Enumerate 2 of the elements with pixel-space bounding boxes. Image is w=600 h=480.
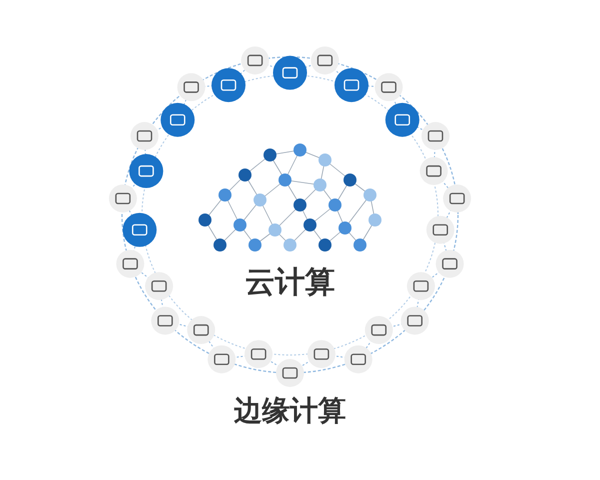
cloud-computing-label: 云计算 xyxy=(245,264,335,302)
edge-computing-label: 边缘计算 xyxy=(234,393,346,429)
